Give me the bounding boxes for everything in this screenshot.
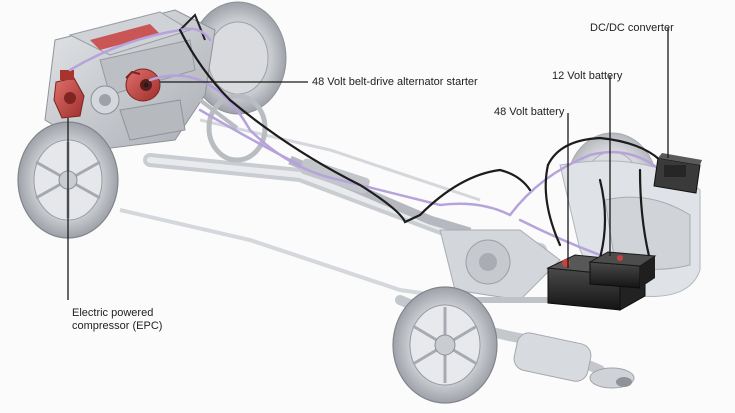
alternator-starter-component: [125, 68, 161, 102]
wiring-harness: [68, 27, 662, 257]
epc-component: [53, 70, 85, 119]
battery-cables: [178, 28, 662, 262]
callout-lines: [67, 28, 669, 300]
label-alternator-starter: 48 Volt belt-drive alternator starter: [312, 76, 478, 88]
tire-rear-near: [392, 286, 498, 404]
label-48v-battery: 48 Volt battery: [494, 106, 565, 118]
battery-12v-unit: [588, 251, 657, 289]
label-dcdc-converter: DC/DC converter: [590, 22, 674, 34]
label-epc-line2: compressor (EPC): [72, 320, 163, 332]
label-epc-line1: Electric powered: [72, 307, 154, 319]
dcdc-converter-unit: [653, 153, 702, 194]
label-12v-battery: 12 Volt battery: [552, 70, 623, 82]
label-epc: Electric powered compressor (EPC): [72, 307, 162, 333]
